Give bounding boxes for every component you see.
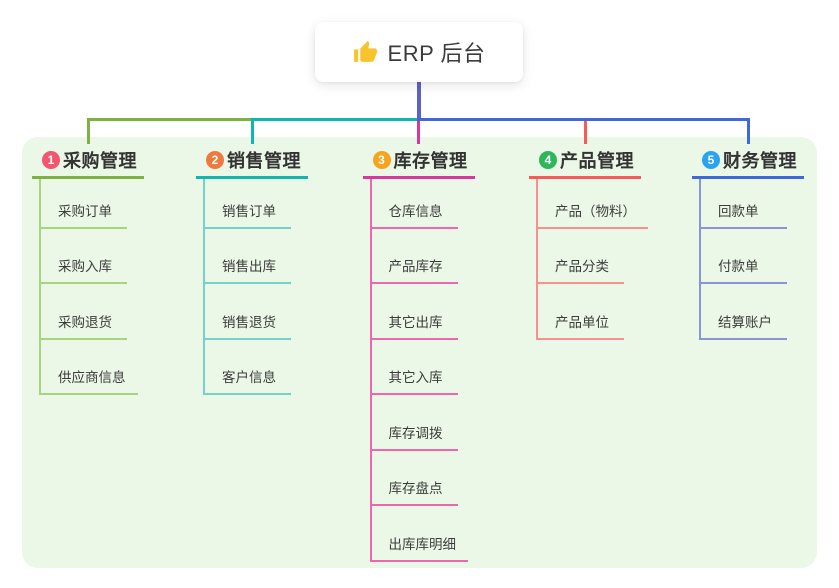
branch-label: 产品管理 xyxy=(560,151,634,171)
branch-number-badge: 2 xyxy=(206,151,224,169)
branches-panel xyxy=(22,137,817,568)
branch-spine-line xyxy=(699,179,701,340)
root-connector-line xyxy=(417,82,421,118)
root-node[interactable]: ERP 后台 xyxy=(315,22,523,82)
branch-drop-line-5 xyxy=(746,121,750,144)
branch-drop-line-1 xyxy=(86,121,90,144)
child-node[interactable]: 产品分类 xyxy=(536,229,624,284)
branch-children: 采购订单采购入库采购退货供应商信息 xyxy=(39,179,144,395)
child-node[interactable]: 销售出库 xyxy=(203,229,291,284)
branch-children: 销售订单销售出库销售退货客户信息 xyxy=(203,179,308,395)
child-node[interactable]: 采购入库 xyxy=(39,229,127,284)
root-title: ERP 后台 xyxy=(387,41,486,66)
child-node[interactable]: 客户信息 xyxy=(203,340,291,395)
branch-drop-line-3 xyxy=(417,121,420,144)
child-node[interactable]: 仓库信息 xyxy=(369,179,458,229)
branch-spine-line xyxy=(203,179,205,395)
child-node[interactable]: 其它出库 xyxy=(369,284,458,340)
thumbs-up-icon xyxy=(353,40,378,65)
child-node[interactable]: 采购退货 xyxy=(39,284,127,340)
child-node[interactable]: 库存盘点 xyxy=(369,451,458,506)
branch-drop-line-4 xyxy=(583,121,587,144)
branch-spine-line xyxy=(39,179,41,395)
child-node[interactable]: 库存调拨 xyxy=(369,395,458,451)
branch-spine-line xyxy=(536,179,538,340)
child-node[interactable]: 产品单位 xyxy=(536,284,624,340)
child-node[interactable]: 出库库明细 xyxy=(369,506,468,562)
branch-children: 仓库信息产品库存其它出库其它入库库存调拨库存盘点出库库明细 xyxy=(369,179,475,562)
child-node[interactable]: 销售退货 xyxy=(203,284,291,340)
branch-number-badge: 1 xyxy=(42,151,60,169)
branch-number-badge: 5 xyxy=(702,151,720,169)
branch-label: 库存管理 xyxy=(393,151,468,171)
child-node[interactable]: 产品（物料） xyxy=(536,179,648,229)
child-node[interactable]: 采购订单 xyxy=(39,179,127,229)
child-node[interactable]: 产品库存 xyxy=(369,229,458,284)
bus-segment-3 xyxy=(417,118,750,121)
child-node[interactable]: 其它入库 xyxy=(369,340,458,395)
bus-segment-1 xyxy=(86,118,254,121)
branch-number-badge: 3 xyxy=(372,151,391,169)
branch-children: 产品（物料）产品分类产品单位 xyxy=(536,179,648,340)
branch-drop-line-2 xyxy=(250,121,254,144)
branch-spine-line xyxy=(369,179,372,562)
branch-children: 回款单付款单结算账户 xyxy=(699,179,804,340)
branch-number-badge: 4 xyxy=(539,151,557,169)
child-node[interactable]: 付款单 xyxy=(699,229,787,284)
child-node[interactable]: 回款单 xyxy=(699,179,787,229)
child-node[interactable]: 供应商信息 xyxy=(39,340,138,395)
bus-segment-2 xyxy=(250,118,420,121)
branch-label: 销售管理 xyxy=(227,151,301,171)
branch-label: 采购管理 xyxy=(63,151,137,171)
child-node[interactable]: 结算账户 xyxy=(699,284,787,340)
branch-label: 财务管理 xyxy=(723,151,797,171)
child-node[interactable]: 销售订单 xyxy=(203,179,291,229)
